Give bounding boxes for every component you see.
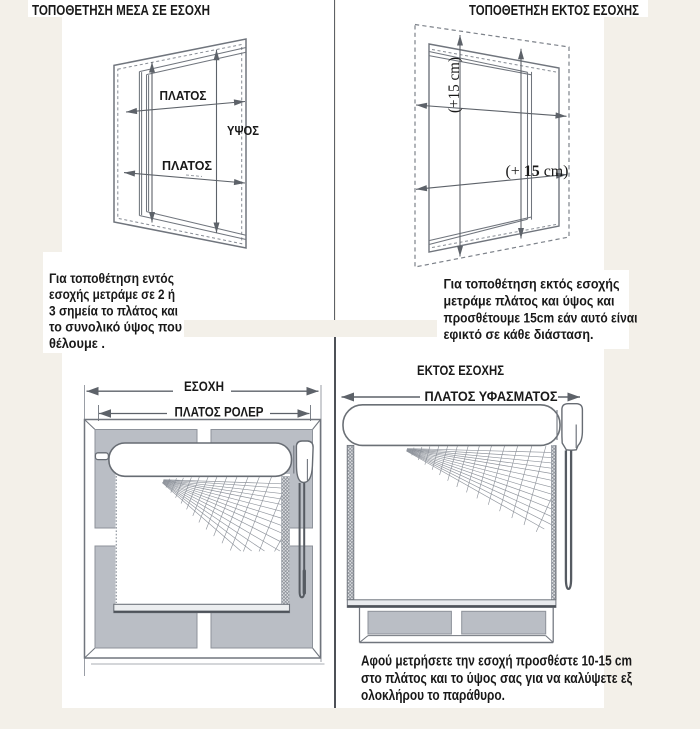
svg-text:ολοκλήρου το παράθυρο.: ολοκλήρου το παράθυρο. [361, 688, 505, 704]
svg-text:ΥΨΟΣ: ΥΨΟΣ [227, 123, 259, 138]
svg-text:Αφού μετρήσετε την εσοχή προσθ: Αφού μετρήσετε την εσοχή προσθέστε 10-15… [361, 654, 632, 670]
svg-text:θέλουμε .: θέλουμε . [49, 335, 105, 351]
svg-text:ΤΟΠΟΘΕΤΗΣΗ ΜΕΣΑ ΣΕ ΕΣΟΧΗ: ΤΟΠΟΘΕΤΗΣΗ ΜΕΣΑ ΣΕ ΕΣΟΧΗ [32, 3, 210, 19]
svg-text:προσθέτουμε 15cm εάν αυτό είνα: προσθέτουμε 15cm εάν αυτό είναι [444, 309, 638, 325]
svg-text:στο πλάτος και το ύψος σας για: στο πλάτος και το ύψος σας για να καλύψε… [361, 671, 632, 687]
svg-text:το συνολικό ύψος που: το συνολικό ύψος που [49, 319, 182, 335]
svg-text:ΕΚΤΟΣ ΕΣΟΧΗΣ: ΕΚΤΟΣ ΕΣΟΧΗΣ [417, 363, 504, 378]
svg-text:ΠΛΑΤΟΣ ΡΟΛΕΡ: ΠΛΑΤΟΣ ΡΟΛΕΡ [175, 405, 264, 420]
svg-text:ΠΛΑΤΟΣ: ΠΛΑΤΟΣ [160, 88, 207, 103]
svg-text:3 σημεία το πλάτος και: 3 σημεία το πλάτος και [49, 302, 178, 318]
svg-text:Για τοποθέτηση εντός: Για τοποθέτηση εντός [49, 270, 174, 286]
svg-text:εφικτό σε κάθε διάσταση.: εφικτό σε κάθε διάσταση. [444, 326, 594, 342]
svg-text:ΕΣΟΧΗ: ΕΣΟΧΗ [184, 379, 224, 394]
svg-text:μετράμε πλάτος και ύψος και: μετράμε πλάτος και ύψος και [444, 292, 615, 308]
svg-text:ΠΛΑΤΟΣ ΥΦΑΣΜΑΤΟΣ: ΠΛΑΤΟΣ ΥΦΑΣΜΑΤΟΣ [425, 389, 558, 404]
svg-text:(+ 15 cm): (+ 15 cm) [506, 163, 569, 180]
svg-text:εσοχής μετράμε σε 2 ή: εσοχής μετράμε σε 2 ή [49, 286, 175, 302]
svg-text:Για τοποθέτηση εκτός εσοχής: Για τοποθέτηση εκτός εσοχής [444, 276, 620, 292]
svg-text:ΤΟΠΟΘΕΤΗΣΗ ΕΚΤΟΣ ΕΣΟΧΗΣ: ΤΟΠΟΘΕΤΗΣΗ ΕΚΤΟΣ ΕΣΟΧΗΣ [469, 3, 639, 19]
svg-text:ΠΛΑΤΟΣ: ΠΛΑΤΟΣ [162, 158, 212, 173]
svg-text:(+15 cm): (+15 cm) [446, 57, 463, 113]
